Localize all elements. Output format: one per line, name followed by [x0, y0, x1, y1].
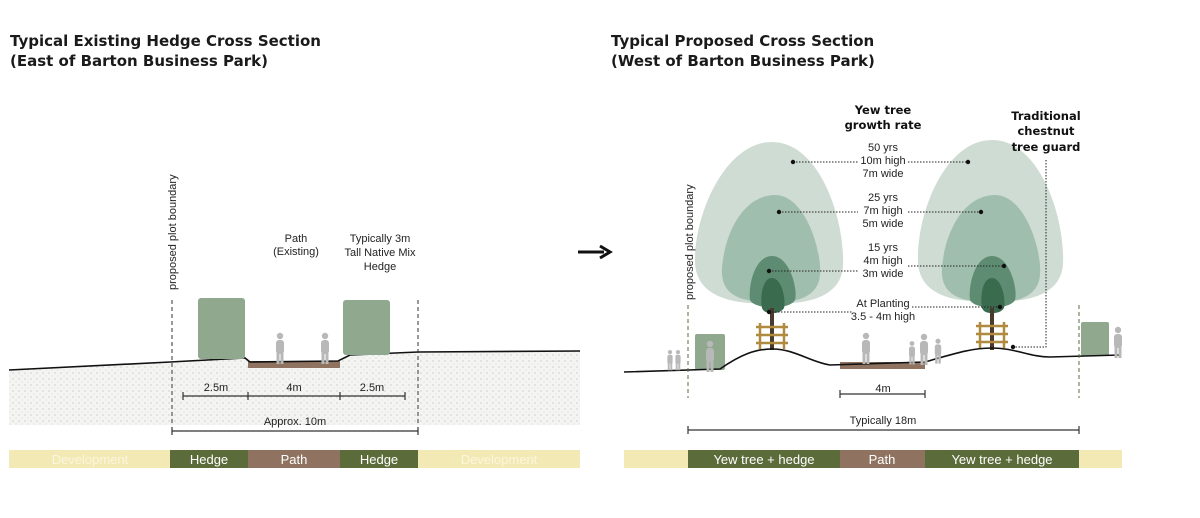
- path-dim-label: 4m: [875, 383, 890, 395]
- boundary-label: proposed plot boundary: [684, 184, 696, 300]
- left-title-line2: (East of Barton Business Park): [10, 52, 268, 70]
- guard-label: tree guard: [1012, 140, 1081, 154]
- stage-15yrs: 3m wide: [863, 268, 904, 280]
- zone-yew-hedge: Yew tree + hedge: [713, 452, 814, 467]
- leader-lines: [769, 160, 1047, 348]
- ground-line: [8, 350, 581, 371]
- dimension-lines: [171, 392, 419, 435]
- existing-cross-section: Typical Existing Hedge Cross Section (Ea…: [8, 32, 581, 468]
- path-label-sub: (Existing): [273, 246, 319, 258]
- hedge-label: Hedge: [364, 261, 396, 273]
- stage-50yrs: 10m high: [860, 155, 905, 167]
- guard-label: Traditional: [1011, 109, 1080, 123]
- boundary-label: proposed plot boundary: [167, 174, 179, 290]
- zone-hedge: Hedge: [190, 452, 228, 467]
- zone-development: Development: [461, 452, 538, 467]
- person-figure: [276, 332, 284, 364]
- hedge-left: [198, 298, 245, 359]
- zone-path: Path: [869, 452, 896, 467]
- stage-15yrs: 15 yrs: [868, 242, 898, 254]
- right-title-line1: Typical Proposed Cross Section: [611, 32, 874, 50]
- guard-label: chestnut: [1017, 124, 1075, 138]
- hedge-label: Typically 3m: [350, 233, 411, 245]
- stage-25yrs: 7m high: [863, 205, 902, 217]
- stage-planting: 3.5 - 4m high: [851, 311, 915, 323]
- existing-path-surface: [248, 361, 340, 368]
- zone-path: Path: [281, 452, 308, 467]
- growth-heading: Yew tree: [854, 103, 912, 117]
- hedge-label: Tall Native Mix: [345, 247, 416, 259]
- zone-hedge: Hedge: [360, 452, 398, 467]
- zone-bar-left: Development Hedge Path Hedge Development: [9, 450, 580, 468]
- dim-label: 4m: [286, 382, 301, 394]
- ground-soil: [9, 351, 580, 425]
- person-figure: [321, 332, 329, 364]
- stage-50yrs: 50 yrs: [868, 142, 898, 154]
- dim-label: 2.5m: [204, 382, 228, 394]
- left-title-line1: Typical Existing Hedge Cross Section: [10, 32, 321, 50]
- yew-tree-left: [694, 142, 844, 351]
- proposed-path-surface: [840, 362, 925, 369]
- zone-bar-right: Yew tree + hedge Path Yew tree + hedge: [624, 450, 1122, 468]
- proposed-cross-section: Typical Proposed Cross Section (West of …: [611, 32, 1122, 468]
- path-label: Path: [285, 233, 308, 245]
- total-dim-label: Typically 18m: [850, 415, 917, 427]
- dim-label: 2.5m: [360, 382, 384, 394]
- stage-15yrs: 4m high: [863, 255, 902, 267]
- zone-yew-hedge: Yew tree + hedge: [951, 452, 1052, 467]
- leader-dots: [766, 159, 1016, 350]
- zone-development: Development: [52, 452, 129, 467]
- yew-tree-right: [917, 140, 1064, 350]
- stage-planting: At Planting: [856, 298, 909, 310]
- stage-25yrs: 25 yrs: [868, 192, 898, 204]
- stage-50yrs: 7m wide: [863, 168, 904, 180]
- right-title-line2: (West of Barton Business Park): [611, 52, 875, 70]
- growth-heading: growth rate: [845, 118, 922, 132]
- stage-25yrs: 5m wide: [863, 218, 904, 230]
- hedge-right: [1081, 322, 1109, 356]
- hedge-right: [343, 300, 390, 355]
- right-arrow-icon: [578, 244, 613, 260]
- dimension-lines: [687, 390, 1080, 434]
- total-dim-label: Approx. 10m: [264, 416, 326, 428]
